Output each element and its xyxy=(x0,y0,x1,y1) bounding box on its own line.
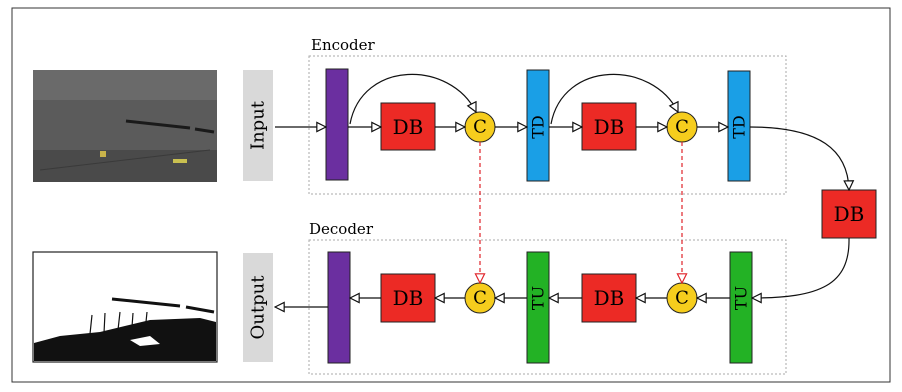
concat-2-label: C xyxy=(675,117,689,138)
arrow-bottleneck-to-tu1 xyxy=(752,237,850,298)
input-label: Input xyxy=(248,100,269,150)
transition-down-1-label: TD xyxy=(529,115,548,139)
output-image xyxy=(32,251,218,363)
transition-up-2-label: TU xyxy=(529,286,548,310)
concat-4-label: C xyxy=(473,288,487,309)
skip-arc-1 xyxy=(349,73,476,125)
encoder-group xyxy=(308,55,787,195)
dense-block-1-label: DB xyxy=(393,115,424,139)
transition-up-1-label: TU xyxy=(732,286,751,310)
concat-3-label: C xyxy=(675,288,689,309)
concat-1-label: C xyxy=(473,117,487,138)
input-label-box xyxy=(243,70,273,181)
arrow-td2-to-bottleneck xyxy=(749,126,849,190)
decoder-group xyxy=(308,239,787,375)
skip-arc-2 xyxy=(550,73,678,125)
dense-block-3-label: DB xyxy=(594,286,625,310)
dense-block-bottleneck-label: DB xyxy=(834,202,865,226)
output-label: Output xyxy=(248,275,269,340)
transition-down-2-label: TD xyxy=(730,115,749,139)
dense-block-4 xyxy=(380,273,436,323)
dense-block-4-label: DB xyxy=(393,286,424,310)
dense-block-2-label: DB xyxy=(594,115,625,139)
transition-up-2 xyxy=(526,251,550,364)
transition-up-1 xyxy=(729,251,753,364)
decoder-label: Decoder xyxy=(309,220,374,238)
dense-block-3 xyxy=(581,273,637,323)
figure-frame xyxy=(11,7,891,383)
output-label-box xyxy=(243,253,273,362)
conv-block-encoder xyxy=(325,68,349,181)
encoder-label: Encoder xyxy=(311,36,376,54)
conv-block-decoder xyxy=(327,251,351,364)
input-image xyxy=(33,70,217,182)
